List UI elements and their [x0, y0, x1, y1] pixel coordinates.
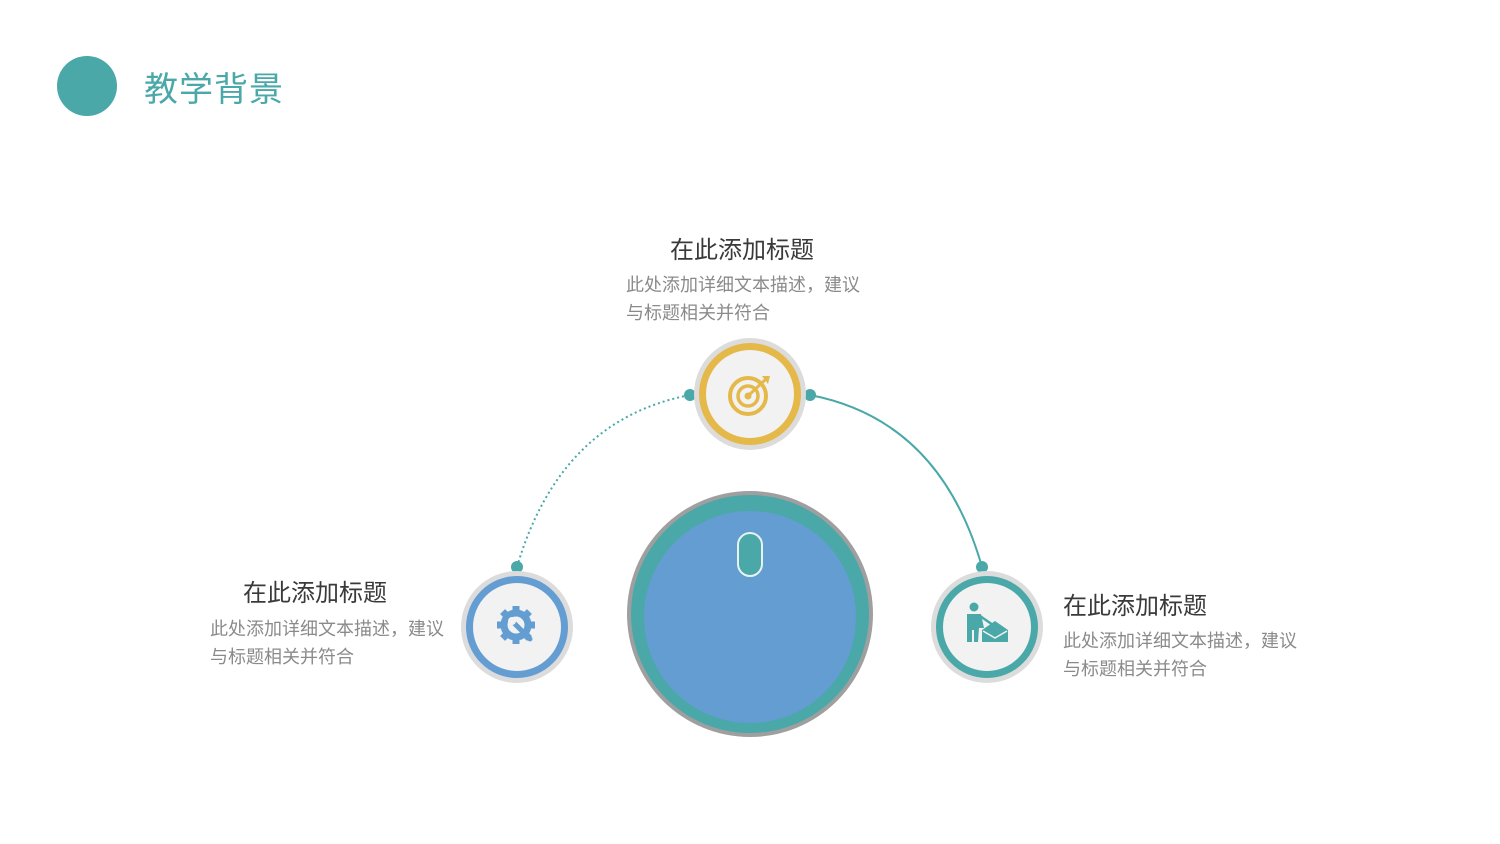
- connector-dot-right-top: [804, 389, 816, 401]
- connector-dot-left-top: [684, 389, 696, 401]
- worker-icon: [967, 602, 1008, 642]
- gear-wrench-icon: [497, 606, 535, 644]
- right-node-circle: [931, 571, 1043, 683]
- connector-dot-right-bottom: [976, 561, 988, 573]
- left-node-circle: [461, 571, 573, 683]
- right-node-title: 在此添加标题: [1063, 592, 1207, 620]
- top-node-circle: [694, 338, 806, 450]
- right-connector-arc: [809, 394, 983, 568]
- top-node-title: 在此添加标题: [670, 236, 814, 264]
- left-node-description: 此处添加详细文本描述，建议 与标题相关并符合: [210, 616, 444, 672]
- top-node-description: 此处添加详细文本描述，建议 与标题相关并符合: [626, 272, 860, 328]
- header-dot: [57, 56, 117, 116]
- left-node-title: 在此添加标题: [243, 579, 387, 607]
- right-node-description: 此处添加详细文本描述，建议 与标题相关并符合: [1063, 628, 1297, 684]
- page-title: 教学背景: [144, 70, 284, 110]
- target-icon: [728, 376, 770, 416]
- center-pill-shape: [737, 532, 763, 577]
- right-node-desc-line1: 此处添加详细文本描述，建议: [1063, 631, 1297, 652]
- right-node-desc-line2: 与标题相关并符合: [1063, 659, 1207, 680]
- left-node-desc-line1: 此处添加详细文本描述，建议: [210, 619, 444, 640]
- top-node-desc-line2: 与标题相关并符合: [626, 303, 770, 324]
- connector-dot-left-bottom: [511, 561, 523, 573]
- left-node-desc-line2: 与标题相关并符合: [210, 647, 354, 668]
- top-node-desc-line1: 此处添加详细文本描述，建议: [626, 275, 860, 296]
- center-circle: [627, 491, 873, 737]
- left-connector-arc: [516, 394, 691, 568]
